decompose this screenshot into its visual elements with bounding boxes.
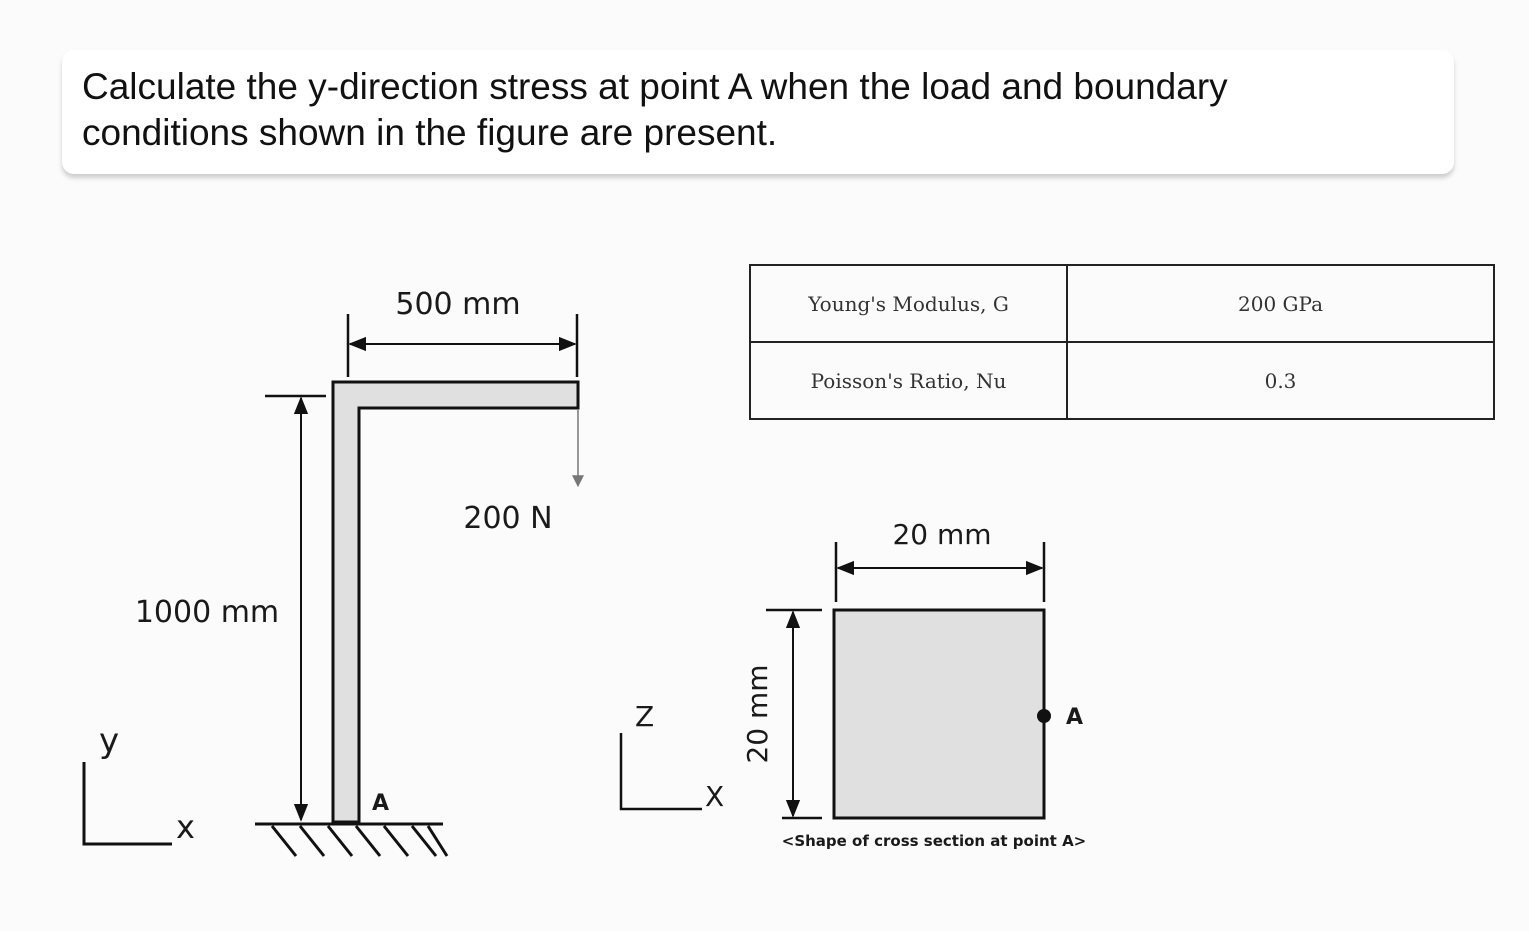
dimension-label-1000mm: 1000 mm: [135, 595, 279, 630]
load-label: 200 N: [463, 501, 552, 536]
point-a-label-section: A: [1066, 705, 1083, 730]
z-axis-label: Z: [635, 700, 654, 733]
cross-section-caption: <Shape of cross section at point A>: [782, 832, 1087, 850]
x-axis-label: x: [176, 808, 195, 846]
xy-axes: y x: [82, 721, 195, 846]
y-axis-label: y: [99, 721, 119, 761]
question-card: Calculate the y-direction stress at poin…: [62, 50, 1454, 174]
width-label: 20 mm: [892, 518, 991, 551]
dimension-1000mm: 1000 mm: [135, 394, 326, 822]
cross-section-square: [832, 608, 1046, 820]
question-text: Calculate the y-direction stress at poin…: [82, 66, 1228, 153]
property-name-youngs-modulus: Young's Modulus, G: [749, 264, 1068, 343]
fixed-support: [255, 822, 449, 857]
property-name-poissons-ratio: Poisson's Ratio, Nu: [749, 341, 1068, 420]
x-axis-label-section: X: [705, 780, 724, 813]
point-a-label-frame: A: [372, 791, 389, 816]
dimension-500mm: 500 mm: [346, 287, 579, 377]
material-properties-table: Young's Modulus, G 200 GPa Poisson's Rat…: [749, 264, 1495, 420]
load-arrow: 200 N: [463, 410, 584, 536]
cross-section-diagram: 20 mm 20 mm A <Shape of cross section at…: [619, 518, 1087, 850]
dimension-20mm-height: 20 mm: [741, 608, 822, 820]
dimension-20mm-width: 20 mm: [834, 518, 1046, 602]
dimension-label-500mm: 500 mm: [395, 287, 520, 322]
frame-diagram: 500 mm 1000 mm 200 N A y x: [82, 287, 584, 857]
property-value-youngs-modulus: 200 GPa: [1066, 264, 1495, 343]
height-label: 20 mm: [741, 664, 774, 763]
table-row: Poisson's Ratio, Nu 0.3: [749, 341, 1495, 420]
xz-axes: Z X: [619, 700, 724, 813]
point-a-marker: [1037, 709, 1051, 723]
table-row: Young's Modulus, G 200 GPa: [749, 264, 1495, 343]
property-value-poissons-ratio: 0.3: [1066, 341, 1495, 420]
l-frame-member: [331, 380, 580, 824]
